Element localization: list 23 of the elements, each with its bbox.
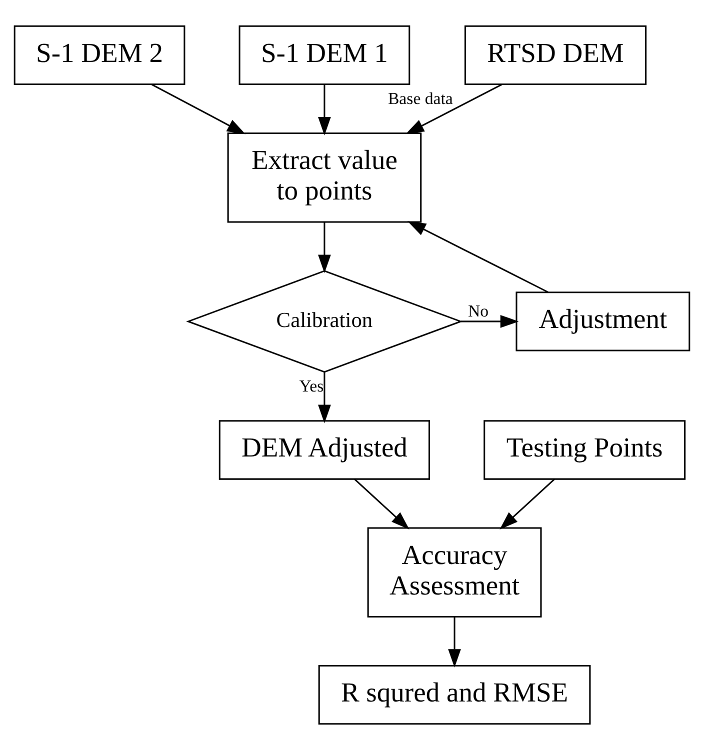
arrow: [318, 84, 331, 135]
node-box: RTSD DEM: [464, 24, 647, 85]
arrow: [460, 314, 519, 328]
arrow: [318, 372, 331, 423]
arrow: [406, 83, 502, 134]
node-box: Testing Points: [484, 420, 686, 480]
arrow: [500, 478, 555, 529]
edge-label: Yes: [299, 376, 324, 395]
node-box: S-1 DEM 1: [238, 24, 410, 85]
node-box: R squred and RMSE: [318, 664, 591, 724]
node-box: Adjustment: [516, 291, 690, 351]
arrow: [448, 616, 461, 667]
node-box: Extract value to points: [227, 132, 422, 222]
arrow: [407, 220, 549, 292]
arrow: [151, 83, 246, 134]
node-box: DEM Adjusted: [218, 420, 430, 480]
node-box: Accuracy Assessment: [367, 526, 542, 618]
edge-label: Base data: [388, 88, 453, 108]
node-diamond: Calibration: [186, 270, 463, 372]
edge-label: No: [468, 301, 489, 320]
node-box: S-1 DEM 2: [14, 24, 186, 85]
arrow: [318, 222, 331, 273]
arrow: [354, 478, 410, 529]
